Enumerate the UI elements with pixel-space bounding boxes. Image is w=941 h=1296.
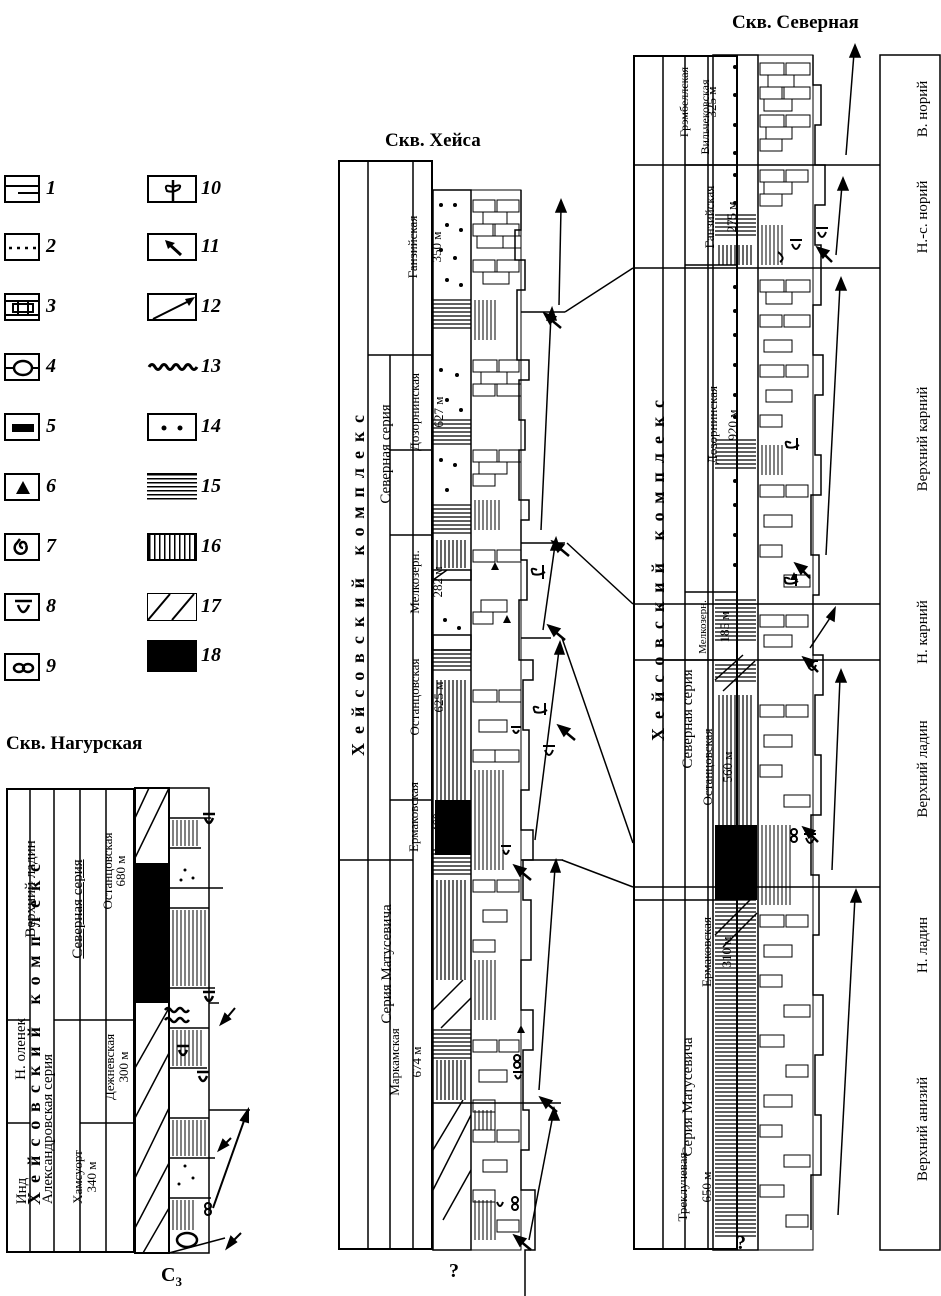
severnaya-stage-box <box>880 55 940 1255</box>
severnaya-bottom-question: ? <box>736 1232 746 1255</box>
